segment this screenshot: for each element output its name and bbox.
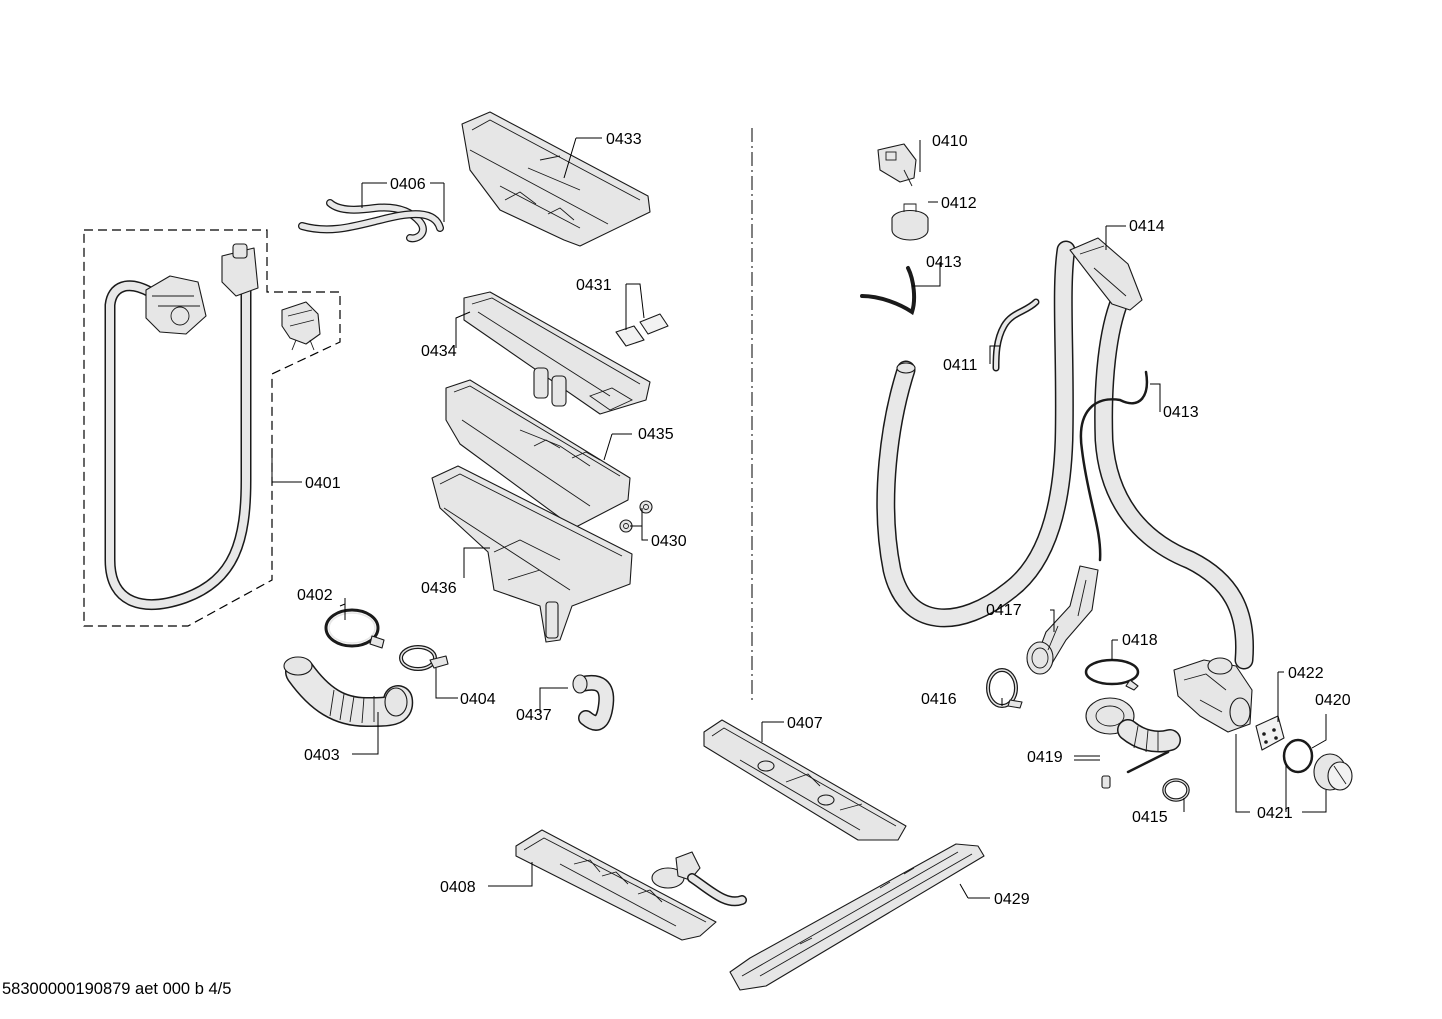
label-0401[interactable]: 0401 bbox=[305, 475, 341, 492]
part-0429-long-rail[interactable] bbox=[729, 843, 985, 991]
part-0419-sump-bellows[interactable] bbox=[1085, 697, 1181, 789]
label-0406[interactable]: 0406 bbox=[390, 176, 426, 193]
label-0420[interactable]: 0420 bbox=[1315, 692, 1351, 709]
part-number-labels: 0401 0402 0403 0404 0406 0407 0408 0410 … bbox=[297, 131, 1351, 908]
part-drain-pump[interactable] bbox=[1173, 657, 1253, 733]
label-0434[interactable]: 0434 bbox=[421, 343, 457, 360]
part-0434-dispenser-drawer[interactable] bbox=[463, 291, 651, 415]
part-0433-detergent-cover[interactable] bbox=[461, 111, 651, 247]
part-0406-hose[interactable] bbox=[298, 199, 444, 243]
part-0407-rail[interactable] bbox=[703, 719, 907, 841]
label-0402[interactable]: 0402 bbox=[297, 587, 333, 604]
label-0411[interactable]: 0411 bbox=[943, 357, 978, 374]
part-0408-base-rail[interactable] bbox=[515, 829, 747, 941]
part-0416-clamp[interactable] bbox=[986, 668, 1023, 709]
label-0413-a[interactable]: 0413 bbox=[926, 254, 962, 271]
label-0435[interactable]: 0435 bbox=[638, 426, 674, 443]
label-0415[interactable]: 0415 bbox=[1132, 809, 1168, 826]
document-reference: 58300000190879 aet 000 b 4/5 bbox=[2, 980, 232, 998]
part-0436-tray-housing[interactable] bbox=[431, 465, 633, 643]
part-0420-ring[interactable] bbox=[1282, 738, 1314, 774]
label-0421[interactable]: 0421 bbox=[1257, 805, 1293, 822]
label-0413-b[interactable]: 0413 bbox=[1163, 404, 1199, 421]
part-0413-tube-b[interactable] bbox=[1079, 370, 1149, 562]
label-0422[interactable]: 0422 bbox=[1288, 665, 1324, 682]
part-0422-gasket[interactable] bbox=[1255, 715, 1285, 751]
part-0403-bellows-hose[interactable] bbox=[283, 656, 414, 728]
part-0431-pads[interactable] bbox=[615, 313, 669, 347]
part-0411-hose[interactable] bbox=[992, 298, 1040, 372]
label-0404[interactable]: 0404 bbox=[460, 691, 496, 708]
label-0418[interactable]: 0418 bbox=[1122, 632, 1158, 649]
label-0436[interactable]: 0436 bbox=[421, 580, 457, 597]
label-0417[interactable]: 0417 bbox=[986, 602, 1022, 619]
part-0417-pipe[interactable] bbox=[1026, 565, 1099, 675]
label-0431[interactable]: 0431 bbox=[576, 277, 612, 294]
part-0418-ring[interactable] bbox=[1084, 658, 1140, 691]
label-0416[interactable]: 0416 bbox=[921, 691, 957, 708]
part-0430-screws[interactable] bbox=[619, 500, 653, 533]
label-0433[interactable]: 0433 bbox=[606, 131, 642, 148]
label-0408[interactable]: 0408 bbox=[440, 879, 476, 896]
part-0437-elbow-hose[interactable] bbox=[572, 674, 615, 731]
label-0412[interactable]: 0412 bbox=[941, 195, 977, 212]
part-0401-inlet-hose[interactable] bbox=[104, 243, 259, 610]
label-0403[interactable]: 0403 bbox=[304, 747, 340, 764]
part-0412-pressure-sensor[interactable] bbox=[891, 203, 929, 241]
label-0419[interactable]: 0419 bbox=[1027, 749, 1063, 766]
part-0401-valve[interactable] bbox=[281, 301, 321, 351]
part-0435-dispenser-housing[interactable] bbox=[445, 379, 631, 529]
label-0414[interactable]: 0414 bbox=[1129, 218, 1165, 235]
part-0414-sump-hose[interactable] bbox=[1069, 237, 1255, 670]
label-0430[interactable]: 0430 bbox=[651, 533, 687, 550]
part-0402-clamp[interactable] bbox=[324, 608, 385, 649]
label-0429[interactable]: 0429 bbox=[994, 891, 1030, 908]
part-0410-switch[interactable] bbox=[877, 143, 917, 187]
part-0413-tube-a[interactable] bbox=[860, 266, 917, 316]
part-0404-clamp[interactable] bbox=[399, 645, 449, 671]
part-drain-hose-loop[interactable] bbox=[876, 240, 1076, 628]
part-0415-clamp[interactable] bbox=[1162, 778, 1190, 802]
label-0437[interactable]: 0437 bbox=[516, 707, 552, 724]
leader-lines bbox=[271, 137, 1327, 899]
part-0421-filter-cap[interactable] bbox=[1313, 753, 1353, 791]
label-0410[interactable]: 0410 bbox=[932, 133, 968, 150]
label-0407[interactable]: 0407 bbox=[787, 715, 823, 732]
inlet-assembly-outline bbox=[83, 229, 341, 627]
